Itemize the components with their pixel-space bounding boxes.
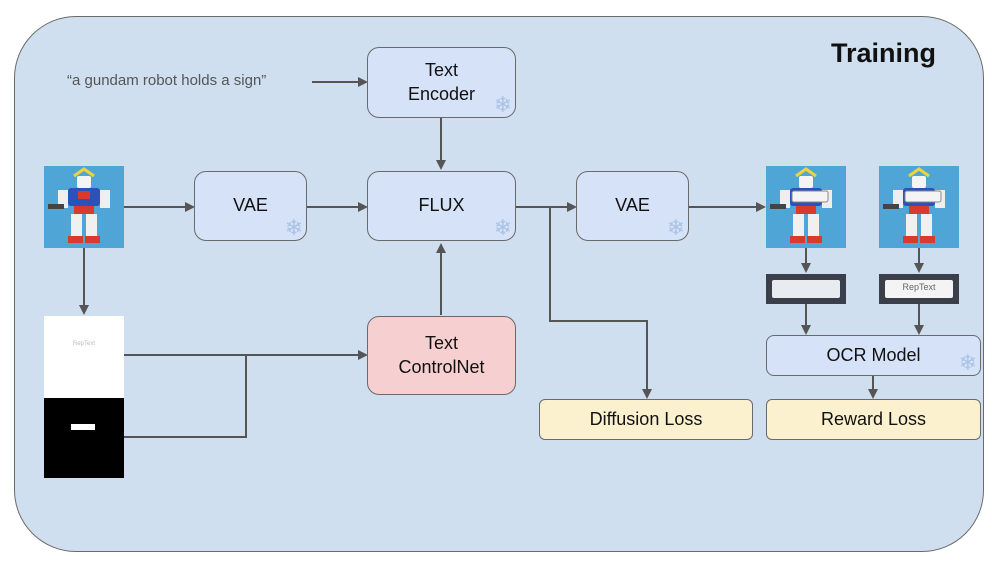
snowflake-icon: ❄ bbox=[493, 215, 512, 240]
output-robot-image-1 bbox=[766, 166, 846, 248]
mask-region bbox=[71, 424, 95, 430]
crop-patch-2: RepText bbox=[879, 274, 959, 304]
diagram-title: Training bbox=[830, 38, 936, 68]
vae-encoder-label: VAE bbox=[233, 195, 268, 216]
flux-box: FLUX ❄ bbox=[367, 171, 516, 241]
vae-decoder-box: VAE ❄ bbox=[576, 171, 689, 241]
reward-loss-box: Reward Loss bbox=[766, 399, 981, 440]
text-controlnet-label: Text ControlNet bbox=[398, 333, 485, 377]
diffusion-loss-label: Diffusion Loss bbox=[589, 408, 703, 429]
glyph-text: RepText bbox=[72, 341, 95, 347]
ocr-model-label: OCR Model bbox=[826, 344, 921, 365]
diffusion-loss-box: Diffusion Loss bbox=[539, 399, 753, 440]
vae-encoder-box: VAE ❄ bbox=[194, 171, 307, 241]
snowflake-icon: ❄ bbox=[666, 215, 685, 240]
ocr-model-box: OCR Model ❄ bbox=[766, 335, 981, 376]
glyph-image: RepText bbox=[44, 316, 124, 398]
output-robot-image-2 bbox=[879, 166, 959, 248]
reward-loss-label: Reward Loss bbox=[820, 408, 927, 429]
text-controlnet-box: Text ControlNet bbox=[367, 316, 516, 395]
mask-image bbox=[44, 398, 124, 478]
crop-patch-1 bbox=[766, 274, 846, 304]
snowflake-icon: ❄ bbox=[493, 92, 512, 117]
vae-decoder-label: VAE bbox=[615, 195, 650, 216]
crop-patch-text: RepText bbox=[902, 282, 936, 292]
flux-label: FLUX bbox=[418, 195, 465, 216]
text-prompt: “a gundam robot holds a sign” bbox=[67, 72, 267, 89]
text-encoder-box: Text Encoder ❄ bbox=[367, 47, 516, 118]
arrow-mask-to-controlnet bbox=[124, 355, 247, 438]
input-robot-image bbox=[44, 166, 124, 248]
arrow-flux-to-diffusion-loss bbox=[540, 206, 652, 399]
snowflake-icon: ❄ bbox=[958, 350, 977, 375]
text-encoder-label: Text Encoder bbox=[407, 60, 476, 104]
snowflake-icon: ❄ bbox=[284, 215, 303, 240]
